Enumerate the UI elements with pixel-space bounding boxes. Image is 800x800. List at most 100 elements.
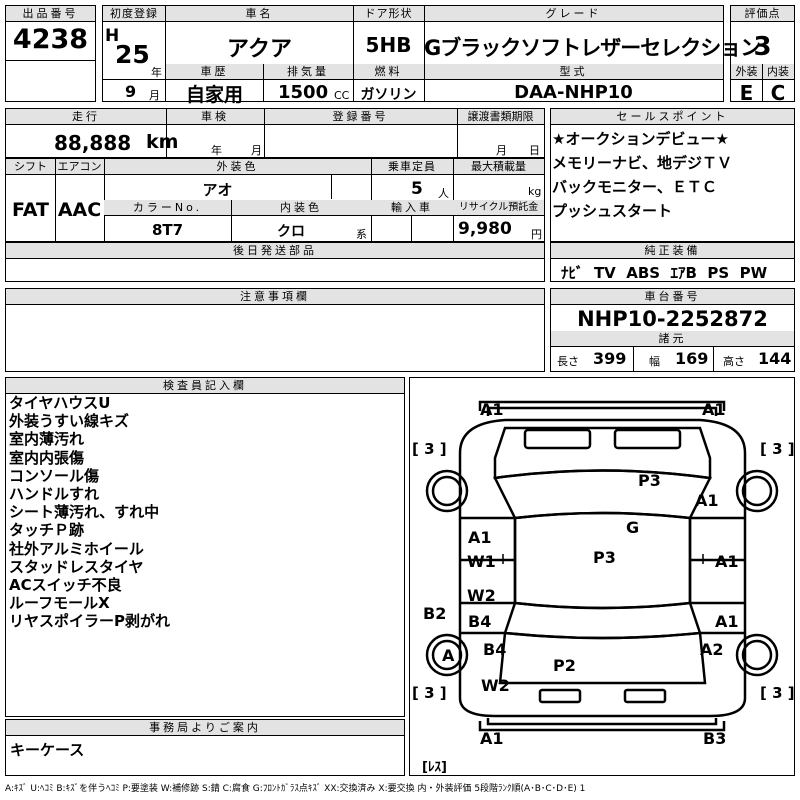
int-color-unit: 系 [356,228,367,241]
overall-score: 3 [753,32,772,62]
import-label: 輸入車 [371,200,453,216]
shift-label: シフト [6,159,55,175]
mark-rear-right: B3 [703,729,727,748]
first-reg-year: 25 [115,40,150,69]
mark-door-rr: A1 [715,612,739,631]
sales-point-item: メモリーナビ、地デジＴＶ [552,154,733,172]
mark-door-rl-b: B4 [468,612,492,631]
mileage-unit: km [146,131,179,153]
mark-windshield: G [626,518,640,537]
interior-label: 内装 [762,64,794,80]
mark-rear-left: A1 [480,729,504,748]
score-label: 評価点 [731,6,794,22]
chassis-label: 車台番号 [551,289,794,305]
interior-score: C [770,81,786,105]
recycle-unit: 円 [531,228,542,241]
chassis-block: 車台番号 NHP10-2252872 諸元 長さ 399 幅 169 高さ 14… [550,288,795,372]
inspector-note: 室内内張傷 [9,448,85,467]
inspection-label: 車検 [166,109,264,125]
model-label: 型式 [424,64,723,80]
length: 399 [593,349,627,368]
inspector-notes-list: タイヤハウスU 外装うすい線キズ 室内薄汚れ 室内内張傷 コンソール傷 ハンドル… [9,394,170,631]
car-name: アクア [227,37,292,62]
mark-door-fr: A1 [715,552,739,571]
inspector-note: ルーフモールX [9,594,110,613]
first-reg-label: 初度登録 [103,6,165,22]
capacity-unit: 人 [438,187,449,200]
mark-trunk: P2 [553,656,576,675]
fuel-label: 燃料 [353,64,424,80]
inspector-note: タッチＰ跡 [9,521,85,540]
capacity-label: 乗車定員 [371,159,453,175]
exterior-label: 外装 [731,64,762,80]
car-name-label: 車名 [166,6,353,22]
mark-quarter-right: A2 [700,640,724,659]
reg-no-label: 登録番号 [264,109,457,125]
grade: Gブラックソフトレザーセレクション [424,36,761,60]
door-type: 5HB [365,33,412,57]
office-note: キーケース [10,741,85,759]
sales-point-block: セールスポイント ★オークションデビュー★ メモリーナビ、地デジＴＶ バックモニ… [550,108,795,242]
lot-number-label: 出品番号 [6,6,95,22]
notes-block: 注意事項欄 [5,288,545,372]
spec-block: シフト エアコン 外装色 乗車定員 最大積載量 FAT AAC アオ 5 人 k… [5,158,545,242]
inspector-note: 社外アルミホイール [9,539,144,558]
grade-label: グレード [424,6,723,22]
mileage: 88,888 [54,131,132,155]
chassis-number: NHP10-2252872 [577,307,768,331]
mark-side-left: B2 [423,604,447,623]
mark-door-fl-w: W1 [467,552,496,571]
rear-parts-label: 後日発送部品 [6,243,544,259]
mark-door-rl-w: W2 [467,586,496,605]
first-reg-month: 9 [125,82,137,101]
mark-roof: P3 [593,548,616,567]
inspector-note: 室内薄汚れ [9,430,85,449]
color-no: 8T7 [151,221,184,239]
mark-rear-left-w: W2 [481,676,510,695]
inspector-note: ACスイッチ不良 [9,576,122,595]
max-load-label: 最大積載量 [453,159,544,175]
inspector-note: シート薄汚れ、すれ中 [9,503,160,522]
sales-point-item: バックモニター、ＥＴＣ [552,178,717,196]
displacement: 1500 [278,82,329,103]
exterior-score: E [739,81,754,105]
ext-color: アオ [202,181,233,199]
fuel: ガソリン [360,87,417,103]
shift: FAT [12,199,49,221]
genuine-equipment: ﾅﾋﾞ TV ABS ｴｱB PS PW [561,264,768,282]
inspector-note: コンソール傷 [9,466,100,485]
first-reg-era: H [105,26,120,46]
inspector-note: ハンドルすれ [9,485,100,504]
specs-label: 諸元 [551,331,794,347]
displacement-label: 排気量 [263,64,353,80]
score-block: 評価点 3 外装 内装 E C [730,5,795,105]
history: 自家用 [185,84,243,106]
inspection-month-unit: 月 [251,144,262,157]
sales-point-list: ★オークションデビュー★ メモリーナビ、地デジＴＶ バックモニター、ＥＴＣ プッ… [552,127,732,223]
first-reg-cell: 初度登録 H 25 年 9 月 [102,5,166,102]
inspector-label: 検査員記入欄 [6,378,404,394]
mark-fender-right: A1 [695,491,719,510]
damage-legend: A:ｷｽﾞ U:ﾍｺﾐ B:ｷｽﾞを伴うﾍｺﾐ P:要塗装 W:補修跡 S:錆 … [5,784,586,794]
notes-label: 注意事項欄 [6,289,544,305]
displacement-unit: CC [334,89,350,102]
ext-color-label: 外装色 [104,159,371,175]
mark-quarter-left: B4 [483,640,507,659]
office-block: 事務局よりご案内 キーケース [5,719,405,776]
history-label: 車歴 [166,64,263,80]
mark-front-left: A1 [480,400,504,419]
inspector-note: スタッドレスタイヤ [9,557,144,576]
mark-hood: P3 [638,471,661,490]
doc-deadline-month-unit: 月 [496,144,507,157]
office-label: 事務局よりご案内 [6,720,404,736]
car-info-block: 車名 ドア形状 グレード アクア 5HB Gブラックソフトレザーセレクション 車… [165,5,761,106]
mark-front-right: A1 [702,400,726,419]
height: 144 [758,349,792,368]
aircon: AAC [57,199,102,221]
tire-tread-fl: [ 3 ] [412,440,447,458]
inspector-block: 検査員記入欄 タイヤハウスU 外装うすい線キズ 室内薄汚れ 室内内張傷 コンソー… [5,377,405,717]
inspection-year-unit: 年 [211,144,222,157]
lot-number-cell: 出品番号 4238 [5,5,96,61]
max-load-unit: kg [528,185,542,198]
int-color: クロ [277,224,305,240]
